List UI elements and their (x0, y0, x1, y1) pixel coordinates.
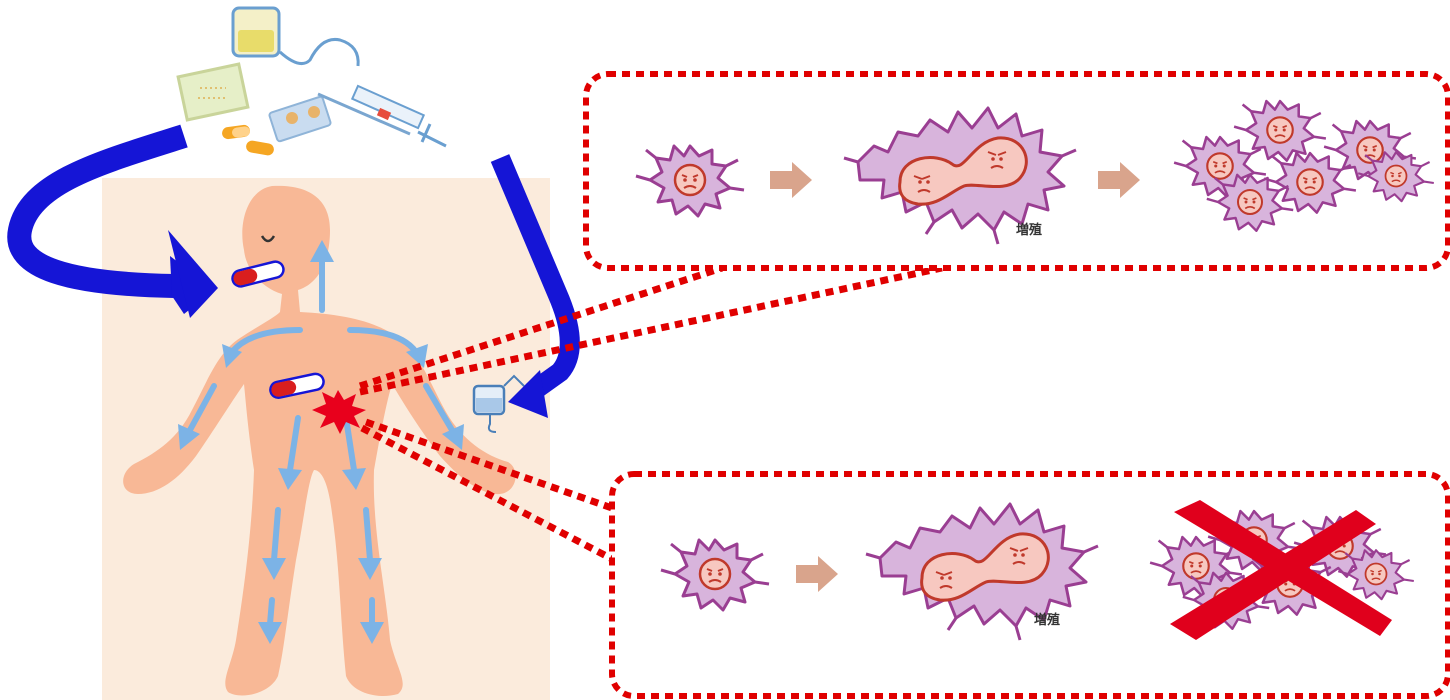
iv-bag-icon (233, 8, 358, 66)
capsule-pills-icon (221, 124, 275, 156)
circulation-arrow-right-thigh (366, 510, 370, 560)
circulation-arrow-left-thigh (274, 510, 278, 560)
syringe-icon (318, 86, 446, 146)
gauze-pad-icon (178, 64, 248, 120)
upper-callout-panel: 増殖 (586, 74, 1448, 268)
lower-growth-label: 増殖 (1034, 612, 1060, 628)
adhesive-patch-icon (269, 96, 332, 142)
medicine-supplies-icon (178, 8, 446, 156)
upper-growth-label: 増殖 (1016, 222, 1042, 238)
circulation-arrow-left-shin (270, 600, 272, 624)
lower-callout-panel: 増殖 (612, 474, 1448, 696)
